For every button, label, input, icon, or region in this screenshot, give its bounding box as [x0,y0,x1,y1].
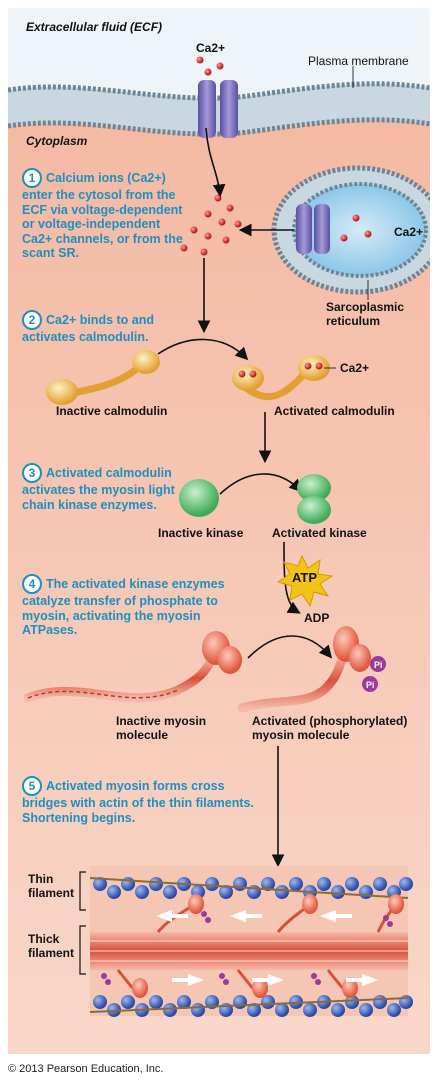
activated-myosin-label: Activated (phosphorylated) myosin molecu… [252,714,408,742]
inactive-calmodulin-label: Inactive calmodulin [56,404,168,418]
step-3-text: Activated calmodulin activates the myosi… [22,466,175,512]
adp-label: ADP [304,611,329,625]
step-2-number: 2 [22,310,42,330]
calcium-ions [180,56,372,256]
step-1-text: Calcium ions (Ca2+) enter the cytosol fr… [22,171,183,260]
step-4-number: 4 [22,574,42,594]
atp-label: ATP [292,570,317,585]
inactive-kinase [179,479,219,517]
inactive-myosin-label: Inactive myosin molecule [116,714,207,742]
cross-bridges [101,894,404,998]
plasma-membrane-label: Plasma membrane [308,54,409,68]
calmodulin-calcium-label: Ca2+ [340,361,369,375]
sr-calcium-channel [296,204,330,254]
step-4-text: The activated kinase enzymes catalyze tr… [22,577,225,637]
filament-panel [79,866,413,1017]
diagram-canvas: Ca2+ Ca2+ Ca2+ ATP ADP Pi Pi [7,8,439,1054]
sr-calcium-label: Ca2+ [394,225,423,239]
sr-label: Sarcoplasmic reticulum [326,300,405,328]
activated-myosin [237,626,386,713]
step-3-number: 3 [22,463,42,483]
activated-calmodulin [232,355,336,401]
inactive-kinase-label: Inactive kinase [158,526,244,540]
flow-arrows [157,127,333,868]
figure: Ca2+ Ca2+ Ca2+ ATP ADP Pi Pi Extracellul… [7,8,439,1054]
membrane-calcium-channel [198,80,238,138]
step-1-number: 1 [22,168,42,188]
step-5-text: Activated myosin forms cross bridges wit… [22,779,254,825]
step-5-number: 5 [22,776,42,796]
cytoplasm-label: Cytoplasm [26,134,88,148]
leader-lines [352,66,369,300]
ecf-calcium-label: Ca2+ [196,41,225,55]
activated-calmodulin-label: Activated calmodulin [274,404,395,418]
inactive-myosin [23,631,242,703]
thick-filament-label: Thick filament [28,932,75,960]
activated-kinase [297,474,331,524]
ecf-label: Extracellular fluid (ECF) [26,20,163,34]
copyright: © 2013 Pearson Education, Inc. [8,1063,164,1075]
phosphate-label: Pi [374,660,383,670]
thin-filament-top [89,876,413,906]
plasma-membrane [7,81,431,137]
thin-filament-label: Thin filament [28,872,75,900]
activated-kinase-label: Activated kinase [272,526,367,540]
thick-filament [90,932,408,970]
filament-brackets [79,871,86,975]
atp-starburst [276,554,334,608]
thin-filament-bottom [89,995,413,1017]
phosphate-label: Pi [366,680,375,690]
movement-arrows [156,910,378,986]
inactive-calmodulin [46,350,160,405]
step-2-text: Ca2+ binds to and activates calmodulin. [22,313,155,344]
